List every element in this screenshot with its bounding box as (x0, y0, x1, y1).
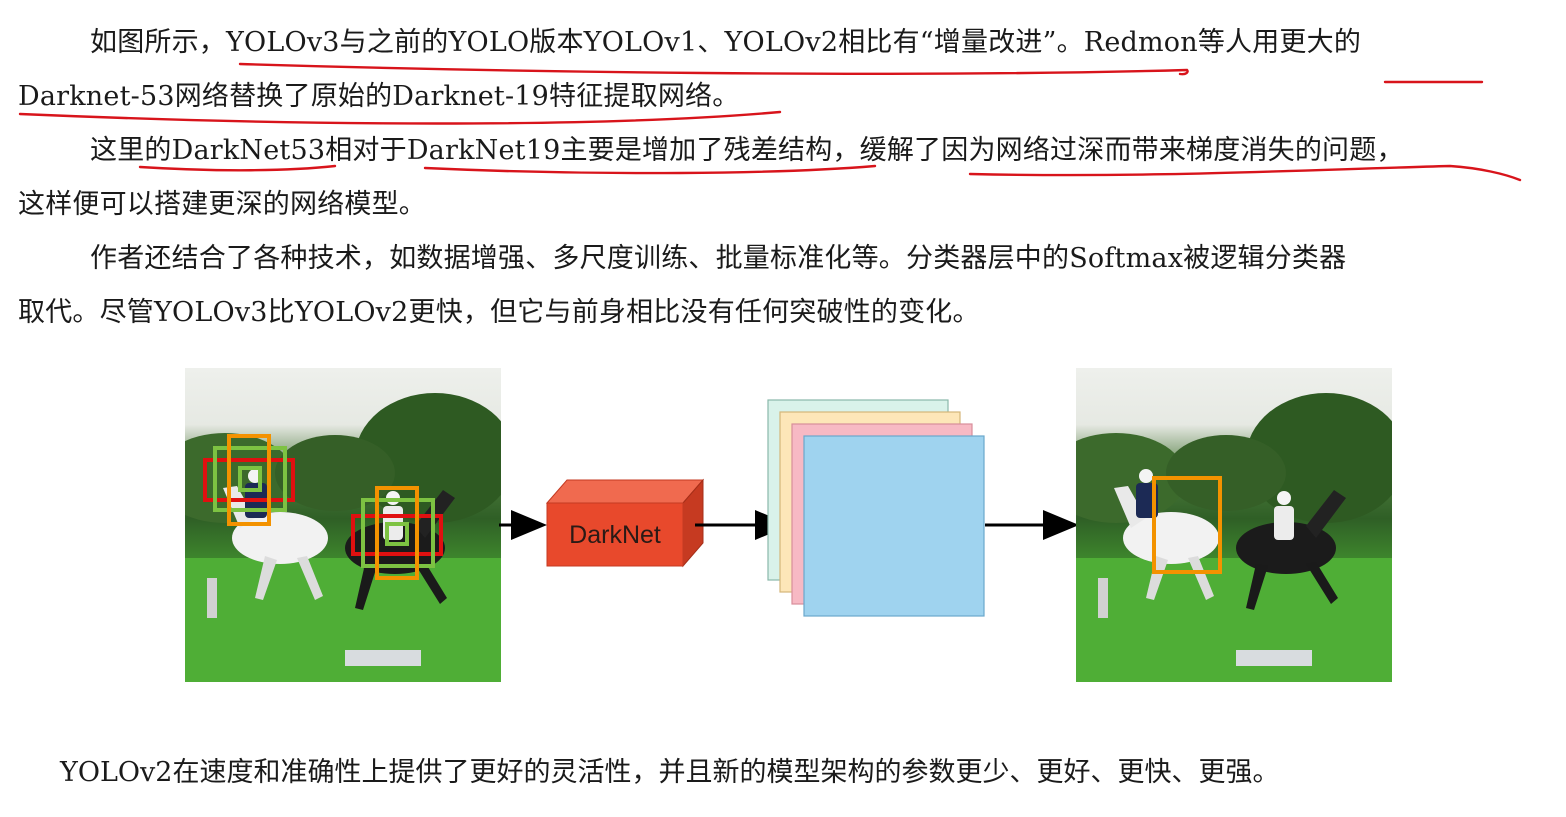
paragraph-darknet53: 这里的DarkNet53相对于DarkNet19主要是增加了残差结构，缓解了因为… (18, 124, 1548, 232)
candidate-boxes (203, 434, 443, 580)
feature-map-stack (767, 399, 985, 617)
darknet-label: DarkNet (569, 521, 661, 549)
paragraph-techniques: 作者还结合了各种技术，如数据增强、多尺度训练、批量标准化等。分类器层中的Soft… (18, 232, 1548, 340)
grass (185, 558, 501, 682)
flower-planter (345, 650, 421, 666)
flower-planter (1236, 650, 1312, 666)
tree-canopy (1076, 393, 1392, 523)
paragraph-line: 这里的DarkNet53相对于DarkNet19主要是增加了残差结构，缓解了因为… (90, 135, 1404, 166)
detection-box (1152, 476, 1222, 574)
output-image-horse-riders (1076, 368, 1392, 682)
paragraph-line: 这样便可以搭建更深的网络模型。 (18, 189, 426, 220)
paragraph-line: 如图所示，YOLOv3与之前的YOLO版本YOLOv1、YOLOv2相比有“增量… (90, 27, 1362, 58)
paragraph-line: 取代。尽管YOLOv3比YOLOv2更快，但它与前身相比没有任何突破性的变化。 (18, 297, 980, 328)
paragraph-yolov3-intro: 如图所示，YOLOv3与之前的YOLO版本YOLOv1、YOLOv2相比有“增量… (18, 16, 1548, 124)
paragraph-line: 作者还结合了各种技术，如数据增强、多尺度训练、批量标准化等。分类器层中的Soft… (90, 243, 1347, 274)
horse-white (1114, 469, 1219, 600)
figure-caption: YOLOv2在速度和准确性上提供了更好的灵活性，并且新的模型架构的参数更少、更好… (60, 757, 1280, 788)
darknet-block: DarkNet (545, 478, 705, 568)
horse-black (1236, 490, 1346, 610)
pipeline-diagram: DarkNet (499, 399, 1079, 617)
input-image-horse-riders (185, 368, 501, 682)
grass (1076, 558, 1392, 682)
paragraph-line: Darknet-53网络替换了原始的Darknet-19特征提取网络。 (18, 81, 740, 112)
